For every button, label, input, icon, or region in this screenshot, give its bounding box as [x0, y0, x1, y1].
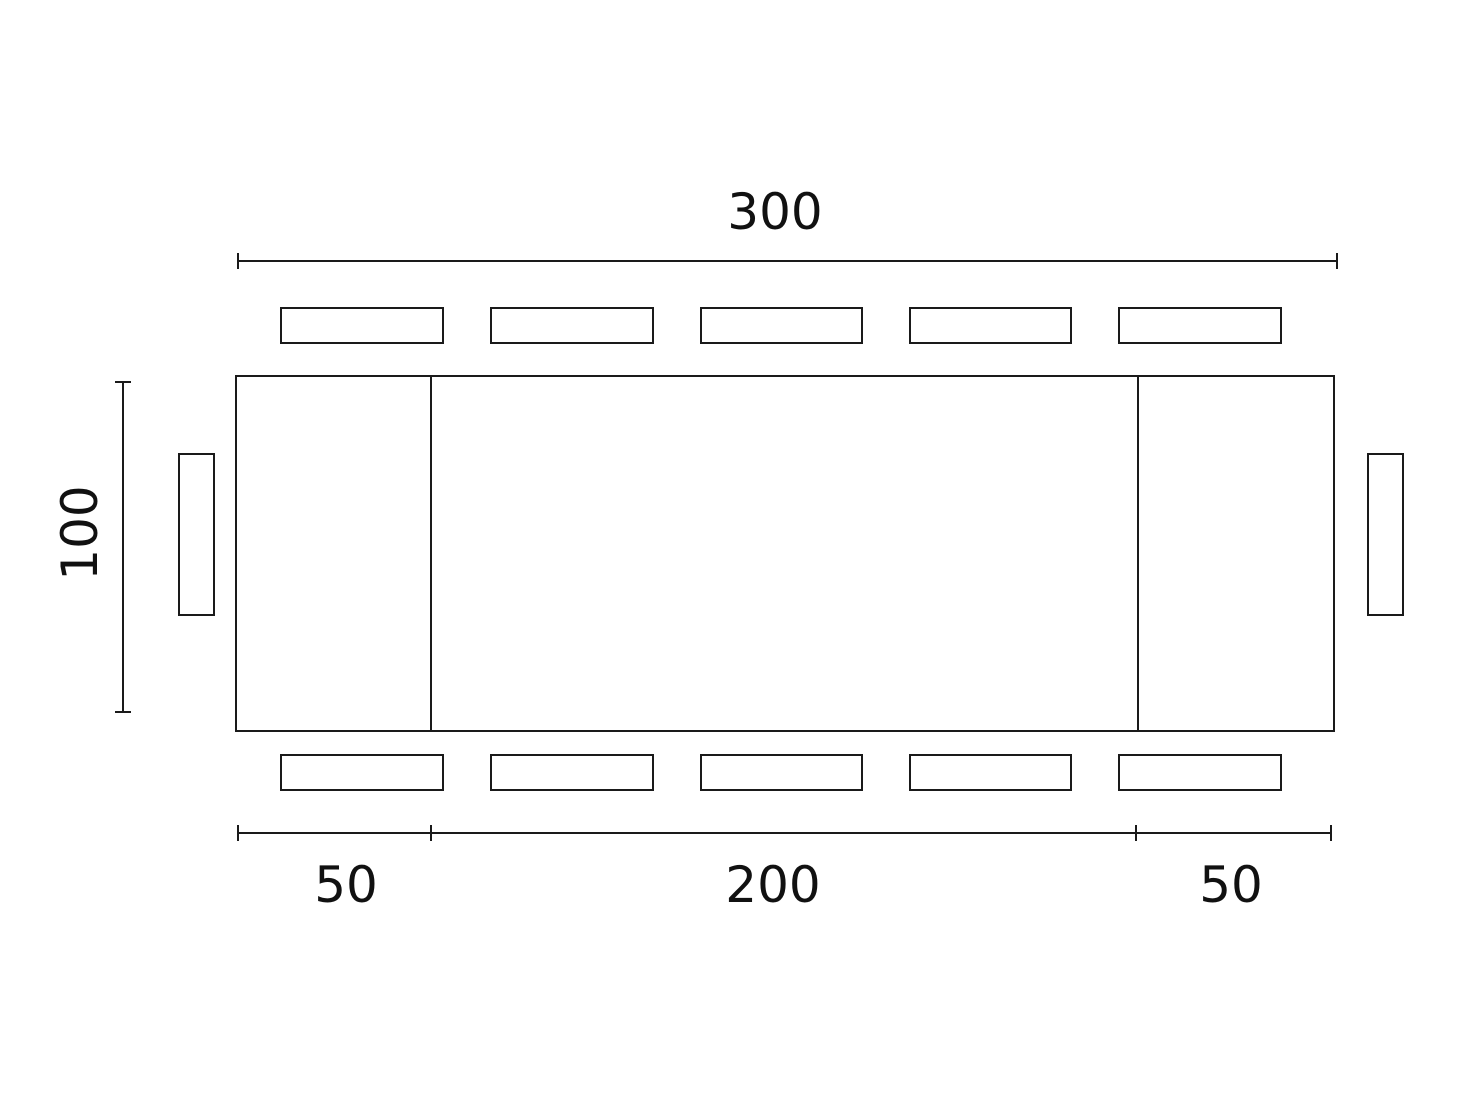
chair-bottom-5 [1118, 754, 1282, 791]
chairs-top-row [280, 307, 1282, 344]
dimension-label-extension-left: 50 [314, 856, 378, 914]
chair-top-1 [280, 307, 444, 344]
dimension-label-extension-right: 50 [1199, 856, 1263, 914]
dimension-label-total-length: 300 [727, 183, 822, 241]
dimension-label-center-section: 200 [725, 856, 820, 914]
dimension-segments: 50 200 50 [237, 825, 1332, 914]
chair-top-5 [1118, 307, 1282, 344]
chairs-ends [178, 453, 1404, 616]
chair-bottom-1 [280, 754, 444, 791]
chair-top-4 [909, 307, 1072, 344]
chair-bottom-2 [490, 754, 654, 791]
chairs-bottom-row [280, 754, 1282, 791]
table-outline [235, 375, 1335, 732]
chair-top-2 [490, 307, 654, 344]
chair-end-left [178, 453, 215, 616]
chair-end-right [1367, 453, 1404, 616]
dimension-width: 100 [51, 381, 131, 713]
chair-bottom-3 [700, 754, 863, 791]
dimension-total-length: 300 [237, 183, 1338, 269]
chair-bottom-4 [909, 754, 1072, 791]
dimension-label-width: 100 [51, 485, 109, 580]
table-top [235, 375, 1335, 732]
chair-top-3 [700, 307, 863, 344]
